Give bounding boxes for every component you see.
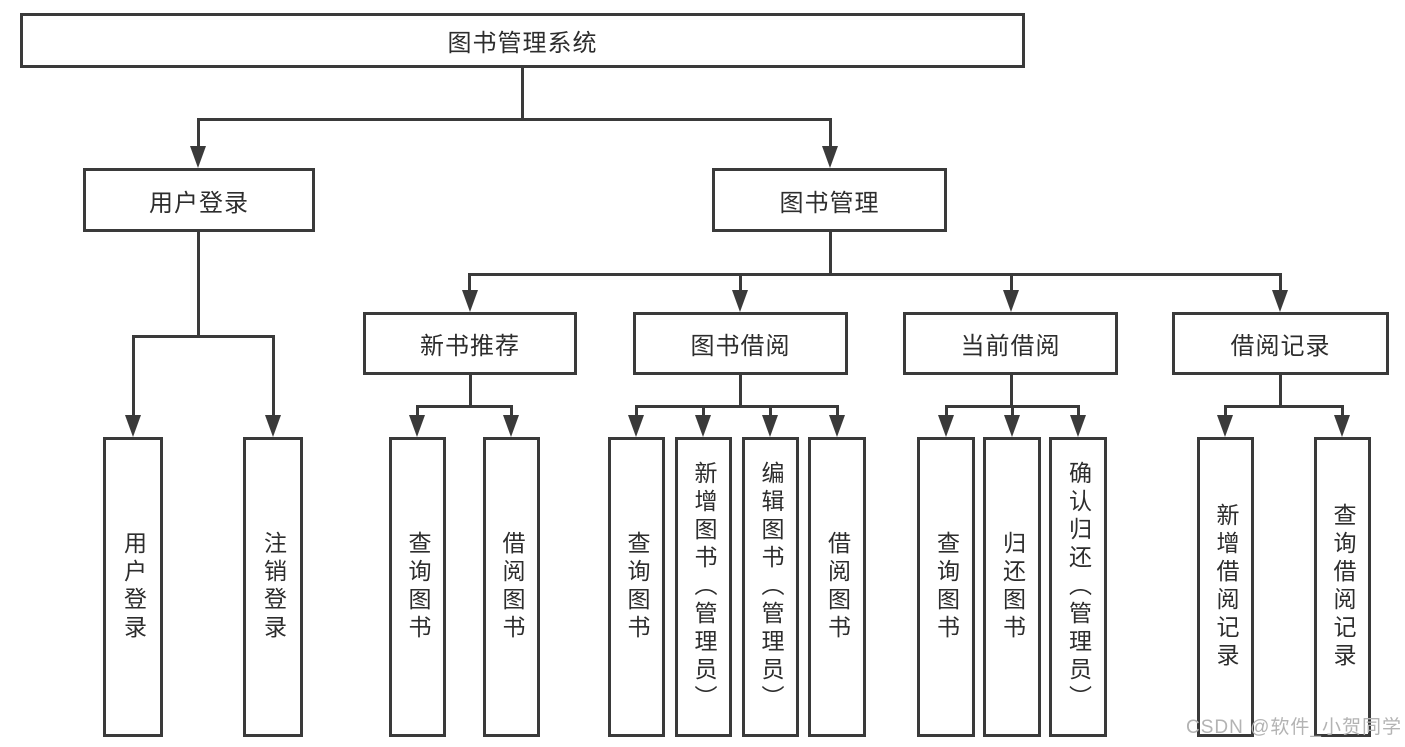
- arrowhead-icon: [265, 415, 281, 437]
- leaf-query-books-borrow: 查询图书: [608, 437, 665, 737]
- drop-line: [1341, 407, 1344, 417]
- leaf-logout-login: 注销登录: [243, 437, 303, 737]
- drop-line: [197, 120, 200, 148]
- arrowhead-icon: [462, 290, 478, 312]
- stem-line: [469, 373, 472, 405]
- drop-line: [132, 337, 135, 417]
- leaf-return-books: 归还图书: [983, 437, 1041, 737]
- arrowhead-icon: [732, 290, 748, 312]
- bar-line: [1224, 405, 1344, 408]
- drop-line: [702, 407, 705, 417]
- stem-line: [1279, 373, 1282, 405]
- arrowhead-icon: [1217, 415, 1233, 437]
- drop-line: [1279, 275, 1282, 294]
- drop-line: [1010, 275, 1013, 294]
- node-current-borrow: 当前借阅: [903, 312, 1118, 375]
- leaf-confirm-return-admin: 确认归还（管理员）: [1049, 437, 1107, 737]
- drop-line: [416, 407, 419, 417]
- arrowhead-icon: [190, 146, 206, 168]
- bar-line: [132, 335, 275, 338]
- drop-line: [769, 407, 772, 417]
- node-book-borrow: 图书借阅: [633, 312, 848, 375]
- leaf-borrow-books-recommend: 借阅图书: [483, 437, 540, 737]
- leaf-query-borrow-record: 查询借阅记录: [1314, 437, 1371, 737]
- arrowhead-icon: [938, 415, 954, 437]
- node-root: 图书管理系统: [20, 13, 1025, 68]
- stem-line: [1010, 373, 1013, 405]
- stem-line: [739, 373, 742, 405]
- stem-line: [197, 230, 200, 335]
- drop-line: [1011, 407, 1014, 417]
- leaf-query-books-current: 查询图书: [917, 437, 975, 737]
- node-book-management: 图书管理: [712, 168, 947, 232]
- drop-line: [829, 120, 832, 148]
- arrowhead-icon: [695, 415, 711, 437]
- drop-line: [1077, 407, 1080, 417]
- drop-line: [739, 275, 742, 294]
- node-new-book-recommend: 新书推荐: [363, 312, 577, 375]
- csdn-watermark: CSDN @软件_小贺同学: [1186, 717, 1402, 738]
- arrowhead-icon: [762, 415, 778, 437]
- leaf-edit-books-admin: 编辑图书（管理员）: [742, 437, 799, 737]
- drop-line: [468, 275, 471, 294]
- bar-line: [197, 118, 832, 121]
- leaf-query-books-recommend: 查询图书: [389, 437, 446, 737]
- arrowhead-icon: [1070, 415, 1086, 437]
- bar-line: [416, 405, 513, 408]
- bar-line: [945, 405, 1080, 408]
- leaf-user-login: 用户登录: [103, 437, 163, 737]
- stem-line: [521, 66, 524, 118]
- leaf-add-books-admin: 新增图书（管理员）: [675, 437, 732, 737]
- drop-line: [510, 407, 513, 417]
- drop-line: [836, 407, 839, 417]
- arrowhead-icon: [503, 415, 519, 437]
- arrowhead-icon: [1004, 415, 1020, 437]
- leaf-borrow-books: 借阅图书: [808, 437, 866, 737]
- drop-line: [1224, 407, 1227, 417]
- arrowhead-icon: [1272, 290, 1288, 312]
- arrowhead-icon: [409, 415, 425, 437]
- arrowhead-icon: [125, 415, 141, 437]
- arrowhead-icon: [628, 415, 644, 437]
- bar-line: [468, 273, 1282, 276]
- arrowhead-icon: [822, 146, 838, 168]
- arrowhead-icon: [829, 415, 845, 437]
- node-borrow-records: 借阅记录: [1172, 312, 1389, 375]
- leaf-add-borrow-record: 新增借阅记录: [1197, 437, 1254, 737]
- drop-line: [272, 337, 275, 417]
- drop-line: [945, 407, 948, 417]
- bar-line: [635, 405, 839, 408]
- arrowhead-icon: [1334, 415, 1350, 437]
- stem-line: [829, 230, 832, 273]
- arrowhead-icon: [1003, 290, 1019, 312]
- node-user-login: 用户登录: [83, 168, 315, 232]
- drop-line: [635, 407, 638, 417]
